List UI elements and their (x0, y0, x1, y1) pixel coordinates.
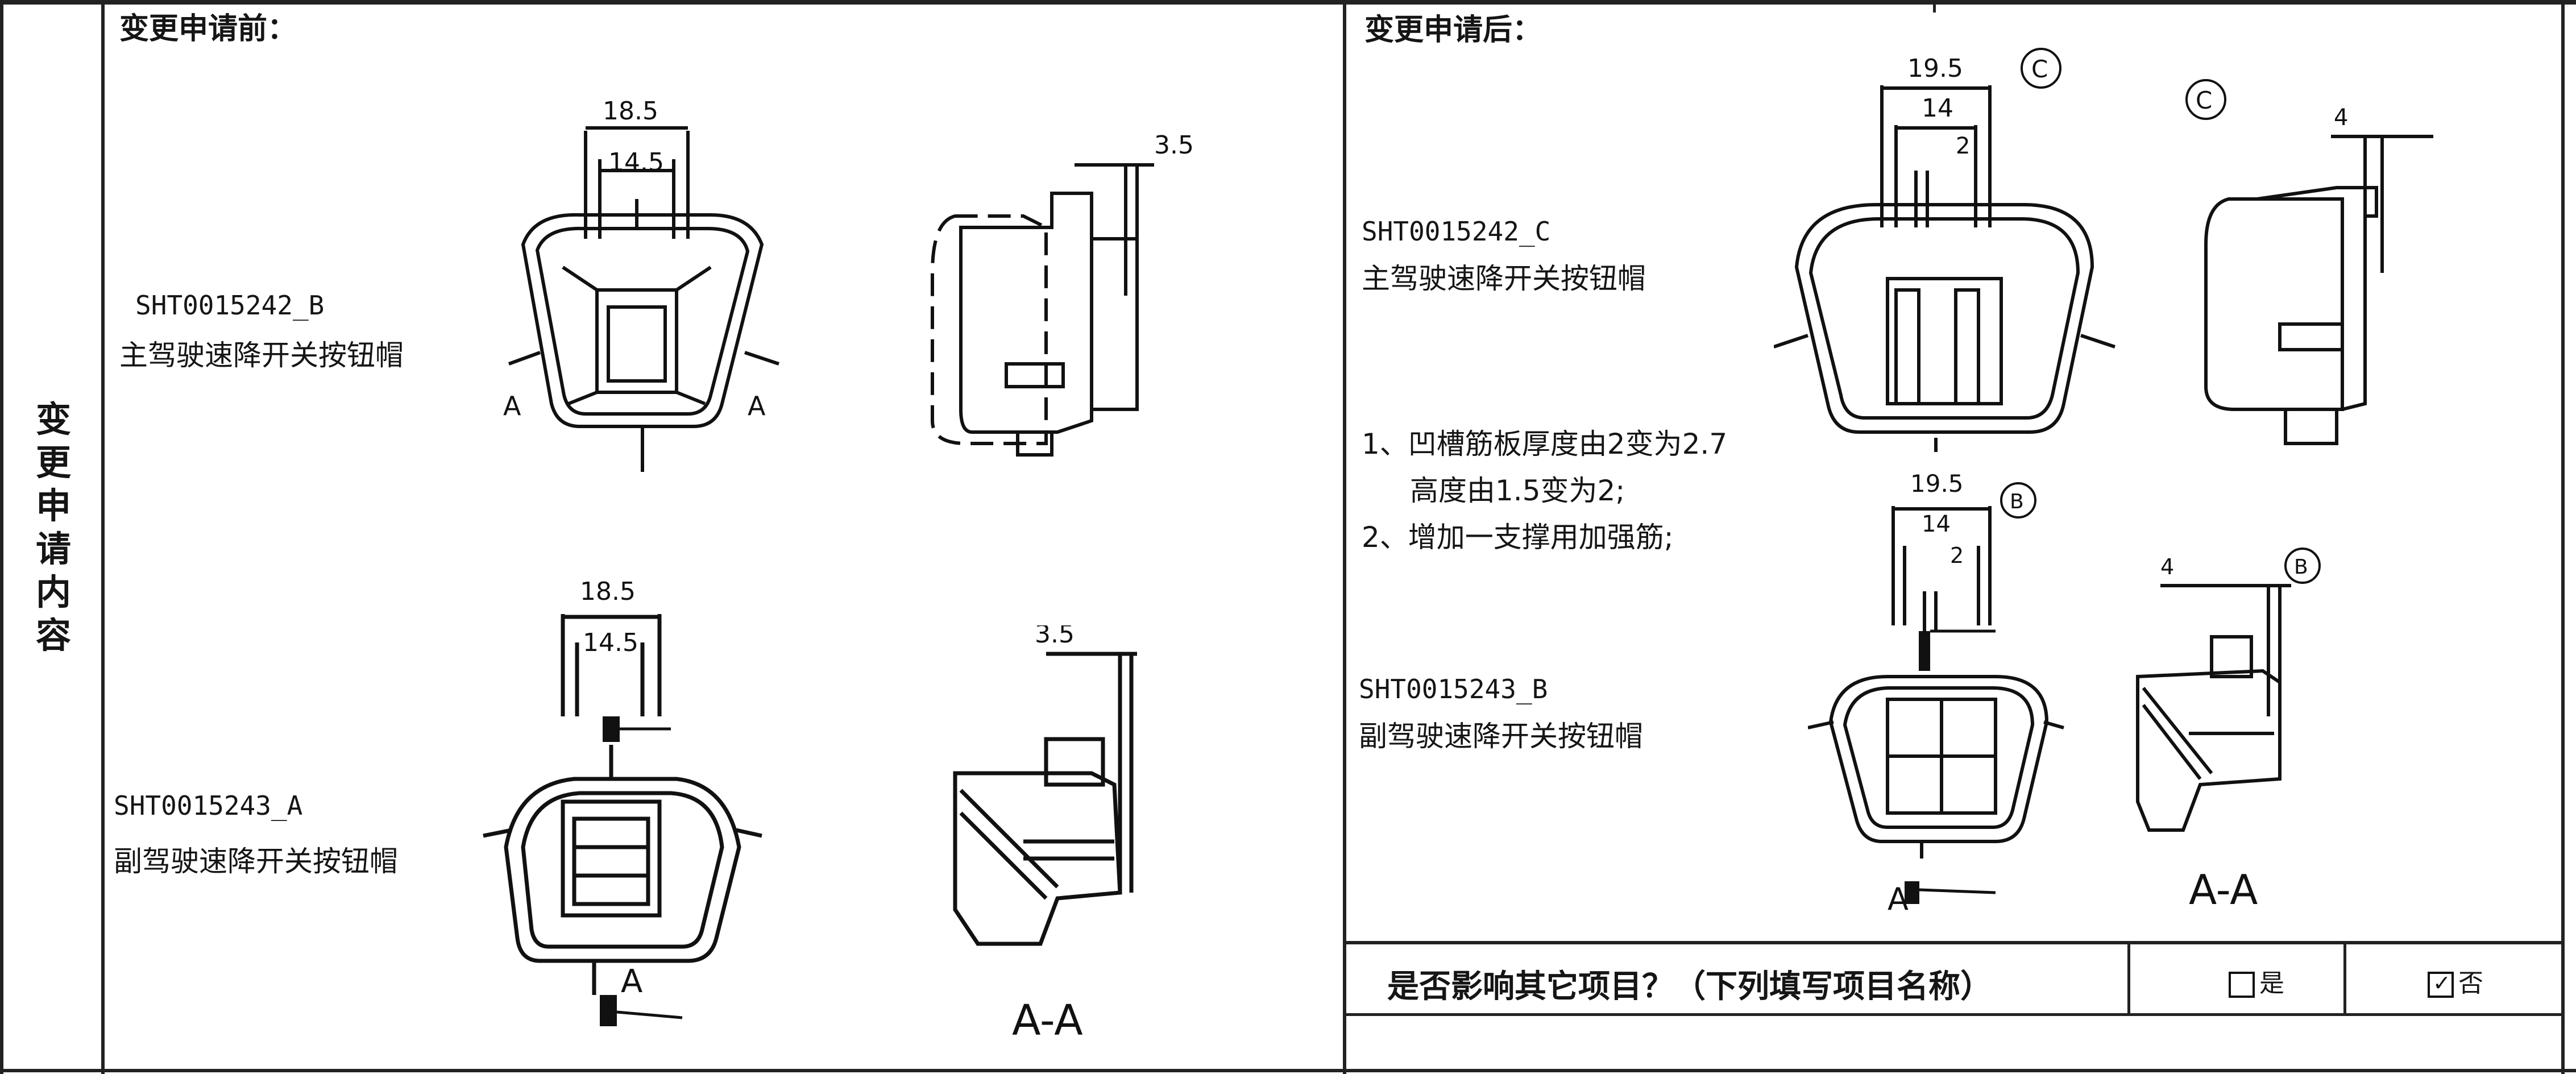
after-part2-dim-section: 4 (2160, 554, 2174, 579)
impact-option-yes[interactable]: 是 (2229, 963, 2284, 999)
after-part2-front-drawing: 19.5 B 14 2 A (1808, 470, 2064, 917)
impact-col-divider-2 (2343, 941, 2346, 1015)
after-part2-section-mark: A (1888, 881, 1909, 917)
before-part1-side-drawing: 3.5 (931, 131, 1194, 457)
before-part2-side-drawing: 3.5 A-A (953, 625, 1137, 1045)
impact-table-top-line (1343, 941, 2565, 944)
after-part1-dim-section: 4 (2334, 105, 2348, 131)
yes-checkbox[interactable] (2229, 972, 2255, 998)
after-part2-code: SHT0015243_B (1359, 674, 1548, 704)
after-part1-revision: C (2031, 55, 2048, 83)
change-note-1-cont: 高度由1.5变为2; (1410, 474, 1625, 507)
no-label: 否 (2458, 969, 2483, 998)
side-title-char: 内 (35, 571, 71, 613)
after-header: 变更申请后： (1364, 13, 1542, 47)
change-notes: 1、凹槽筋板厚度由2变为2.7 高度由1.5变为2; 2、增加一支撑用加强筋; (1362, 421, 1727, 561)
before-part1-name: 主驾驶速降开关按钮帽 (119, 339, 404, 372)
after-part1-front-drawing: 19.5 C 14 2 (1774, 48, 2115, 452)
after-part1-name: 主驾驶速降开关按钮帽 (1362, 262, 1646, 295)
side-title-char: 更 (35, 442, 71, 483)
no-checkbox[interactable] (2428, 971, 2454, 998)
frame-right (2561, 0, 2565, 1074)
before-part2-dim-outer: 18.5 (580, 577, 636, 606)
after-part2-dim-mid: 14 (1922, 511, 1951, 537)
before-part2-dim-section: 3.5 (1035, 625, 1075, 649)
after-part2-section-label: A-A (2189, 866, 2258, 914)
side-divider (101, 0, 105, 1074)
top-tick (1933, 0, 1936, 13)
after-part2-dim-inner: 2 (1950, 543, 1964, 568)
frame-top (0, 0, 2576, 5)
after-part1-dim-outer: 19.5 (1907, 54, 1963, 83)
after-part2-name: 副驾驶速降开关按钮帽 (1359, 720, 1643, 753)
before-part1-section-mark-right: A (748, 391, 766, 421)
after-part1-dim-mid: 14 (1922, 94, 1953, 123)
before-part1-section-mark-left: A (503, 391, 521, 421)
before-part1-dim-section: 3.5 (1154, 131, 1194, 160)
after-part2-revision: B (2010, 490, 2024, 513)
before-header: 变更申请前： (119, 12, 297, 46)
side-title: 变 更 申 请 内 容 (25, 398, 82, 657)
frame-left (0, 0, 3, 1074)
after-part1-dim-inner: 2 (1956, 133, 1970, 159)
impact-col-divider-1 (2127, 941, 2130, 1015)
change-note-2: 2、增加一支撑用加强筋; (1362, 521, 1674, 554)
change-note-1: 1、凹槽筋板厚度由2变为2.7 (1362, 428, 1728, 461)
before-part2-name: 副驾驶速降开关按钮帽 (114, 845, 398, 878)
after-part2-side-revision: B (2294, 555, 2308, 579)
impact-question: 是否影响其它项目？（下列填写项目名称） (1387, 968, 1992, 1005)
side-title-char: 容 (35, 615, 71, 656)
side-title-char: 变 (35, 399, 71, 440)
impact-option-no[interactable]: 否 (2428, 963, 2483, 999)
center-divider (1343, 0, 1346, 1074)
frame-bottom (0, 1069, 2576, 1072)
before-part1-dim-inner: 14.5 (608, 148, 664, 177)
after-part1-code: SHT0015242_C (1362, 216, 1551, 247)
yes-label: 是 (2259, 969, 2284, 998)
after-part1-side-revision: C (2196, 86, 2212, 114)
after-part2-dim-outer: 19.5 (1910, 470, 1964, 497)
before-part2-section-mark: A (621, 963, 642, 1000)
before-part2-dim-inner: 14.5 (583, 628, 638, 657)
after-part1-side-drawing: C 4 (2185, 79, 2433, 445)
side-title-char: 申 (35, 485, 71, 526)
impact-table-mid-line (1343, 1013, 2565, 1016)
before-part2-section-label: A-A (1012, 996, 1083, 1045)
before-part1-front-drawing: 18.5 14.5 A A (503, 97, 779, 472)
side-title-char: 请 (35, 528, 71, 570)
before-part1-dim-outer: 18.5 (603, 97, 658, 126)
before-part1-code: SHT0015242_B (135, 290, 325, 321)
after-part2-side-drawing: 4 B A-A (2136, 548, 2321, 914)
before-part2-front-drawing: 18.5 14.5 A (483, 577, 762, 1026)
before-part2-code: SHT0015243_A (114, 790, 303, 821)
